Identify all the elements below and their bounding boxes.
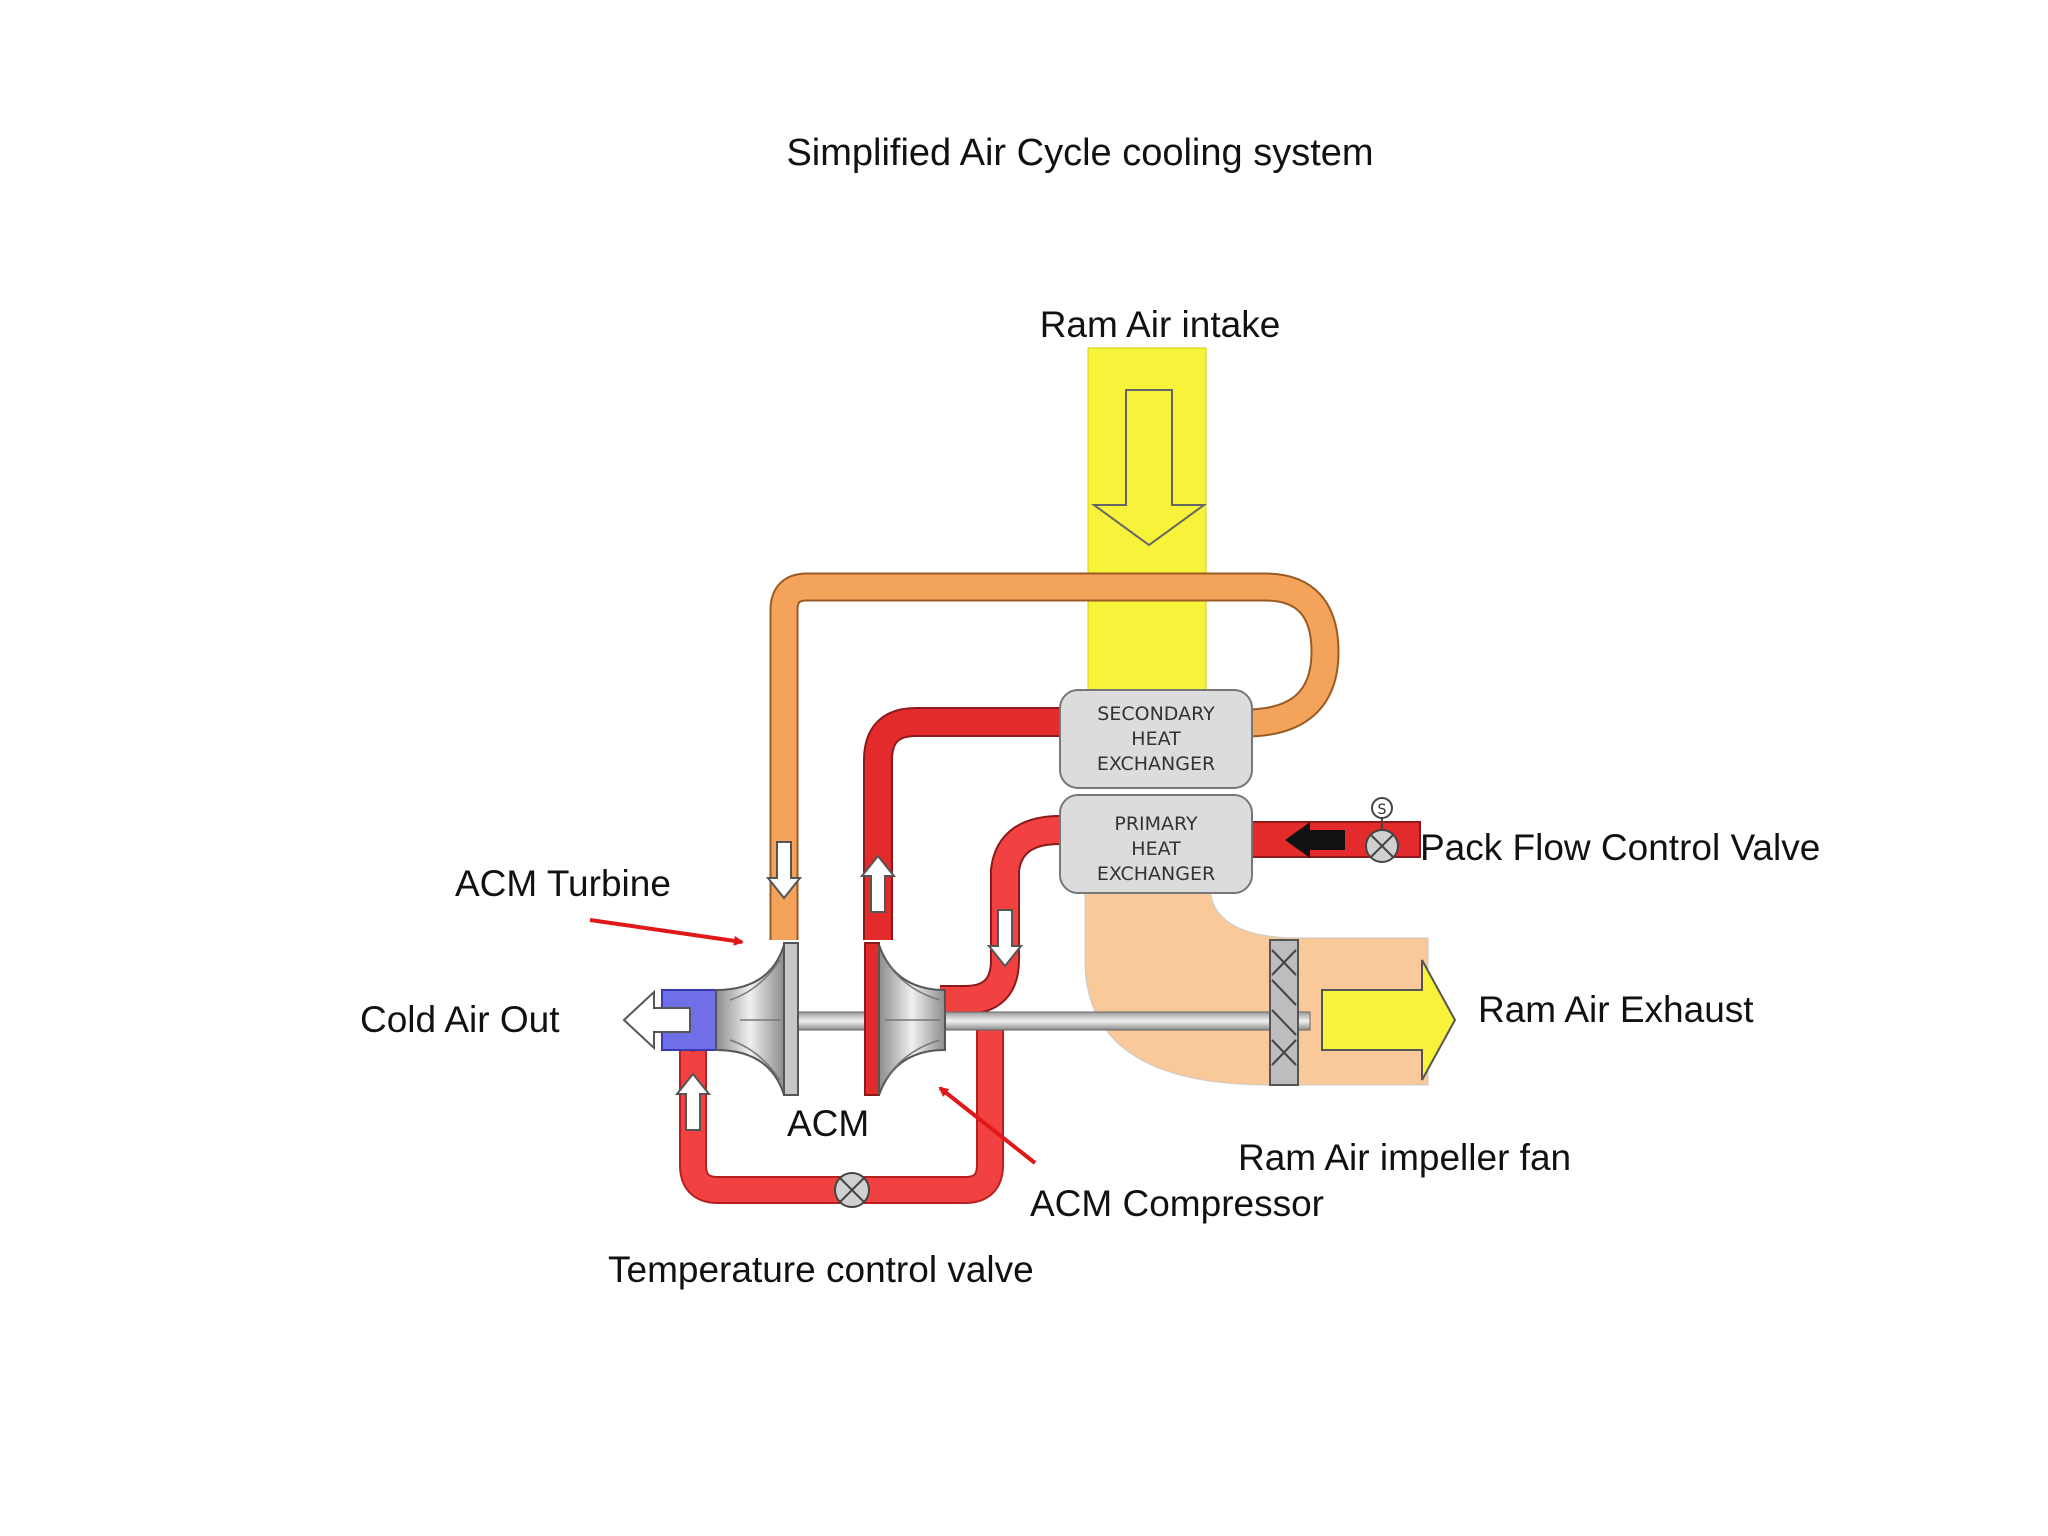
- secondary-hx-line2: HEAT: [1131, 728, 1181, 750]
- primary-hx-line3: EXCHANGER: [1097, 863, 1215, 885]
- acm-compressor-icon: [864, 942, 946, 1096]
- label-ram-air-impeller-fan: Ram Air impeller fan: [1238, 1137, 1571, 1178]
- intake-flow-arrow-icon: [1090, 389, 1208, 547]
- acm-turbine-pointer: [589, 918, 744, 946]
- secondary-hx-line3: EXCHANGER: [1097, 753, 1215, 775]
- cold-air-flow-arrow-icon: [622, 989, 691, 1051]
- bypass-flow-arrow-icon: [674, 1072, 712, 1131]
- diagram-title: Simplified Air Cycle cooling system: [786, 132, 1373, 174]
- primary-hx-line2: HEAT: [1131, 838, 1181, 860]
- inlet-flow-arrow-icon: [1285, 822, 1345, 858]
- primary-heat-exchanger: [1059, 794, 1253, 894]
- exhaust-flow-arrow-icon: [1321, 959, 1457, 1081]
- pack-flow-control-valve-icon: S: [1365, 797, 1399, 863]
- label-ram-air-exhaust: Ram Air Exhaust: [1478, 989, 1754, 1030]
- label-acm: ACM: [787, 1103, 869, 1144]
- acm-compressor-pointer: [938, 1086, 1037, 1165]
- ram-air-exhaust-duct: [1084, 884, 1429, 1086]
- acm-turbine-icon: [715, 942, 799, 1096]
- primary-hx-line1: PRIMARY: [1114, 813, 1198, 835]
- label-pack-flow-control-valve: Pack Flow Control Valve: [1420, 827, 1820, 868]
- compressor-outlet-flow-arrow-icon: [859, 854, 897, 913]
- secondary-heat-exchanger: [1059, 689, 1253, 789]
- label-temperature-control-valve: Temperature control valve: [608, 1249, 1034, 1290]
- ram-air-impeller-fan-icon: [1269, 939, 1299, 1086]
- label-cold-air-out: Cold Air Out: [360, 999, 560, 1040]
- secondary-hx-line1: SECONDARY: [1097, 703, 1215, 725]
- temperature-control-valve-icon: [834, 1172, 870, 1208]
- acm-shaft: [709, 1011, 1311, 1031]
- valve-solenoid-label: S: [1378, 802, 1387, 818]
- label-acm-compressor: ACM Compressor: [1030, 1183, 1324, 1224]
- label-acm-turbine: ACM Turbine: [455, 863, 671, 904]
- turbine-inlet-flow-arrow-icon: [765, 841, 803, 900]
- label-ram-air-intake: Ram Air intake: [1040, 304, 1281, 345]
- compressor-inlet-flow-arrow-icon: [986, 909, 1024, 968]
